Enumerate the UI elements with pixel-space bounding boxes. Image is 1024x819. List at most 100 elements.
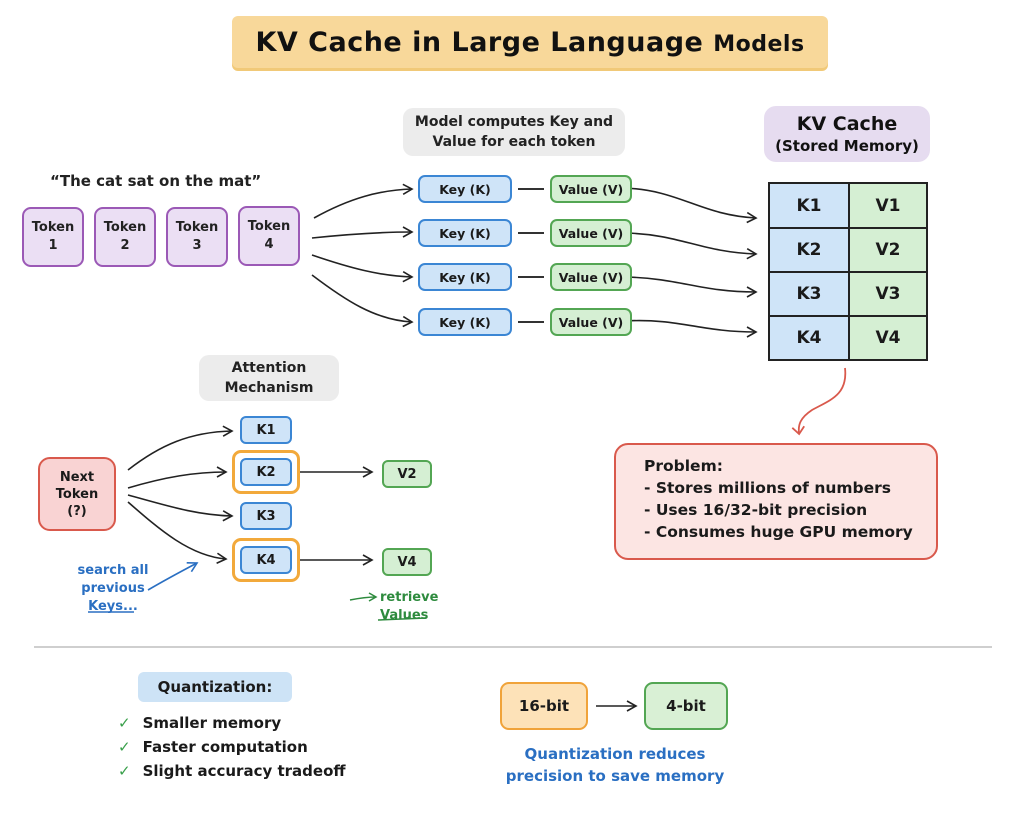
quantization-label: Quantization:: [138, 672, 292, 702]
attention-title-line: Mechanism: [224, 380, 314, 396]
cache-row: K2 V2: [770, 227, 926, 271]
compute-note-line: Value for each token: [432, 134, 596, 150]
arrow-query-to-k2: [127, 466, 228, 489]
check-icon: ✓: [118, 762, 131, 780]
key-box: Key (K): [418, 219, 512, 247]
arrow-query-to-k1: [127, 425, 234, 471]
highlight-k4: [232, 538, 300, 582]
key-box: Key (K): [418, 308, 512, 336]
section-divider: [34, 646, 992, 648]
kv-row-2: Key (K) Value (V): [418, 219, 632, 247]
benefit-item: ✓ Faster computation: [118, 735, 346, 759]
retrieve-note-line: retrieve: [380, 590, 439, 605]
cache-row: K3 V3: [770, 271, 926, 315]
token-label: Token: [247, 219, 291, 234]
token-number: 2: [120, 238, 130, 253]
problem-item: - Stores millions of numbers: [644, 479, 892, 497]
value-box: Value (V): [550, 263, 632, 291]
next-token-label: Next: [59, 469, 95, 485]
problem-title: Problem:: [644, 457, 723, 475]
token-label: Token: [103, 220, 147, 235]
kv-cache-note: KV Cache (Stored Memory): [764, 106, 930, 162]
arrow-value-to-cache-4: [623, 319, 758, 338]
arrow-query-to-k4: [127, 501, 228, 564]
retrieved-value-v2: V2: [382, 460, 432, 488]
search-note-line: previous: [81, 581, 145, 596]
compute-note-line: Model computes Key and: [414, 114, 614, 130]
compute-note: Model computes Key and Value for each to…: [403, 108, 625, 156]
token-2: Token 2: [94, 207, 156, 267]
key-box: Key (K): [418, 175, 512, 203]
cache-row: K1 V1: [770, 184, 926, 227]
title-banner: KV Cache in Large Language Models: [232, 16, 828, 68]
precision-4bit-box: 4-bit: [644, 682, 728, 730]
value-box: Value (V): [550, 175, 632, 203]
retrieve-note: retrieve Values: [380, 589, 438, 625]
token-number: 3: [192, 238, 202, 253]
problem-item: - Uses 16/32-bit precision: [644, 501, 868, 519]
retrieve-note-line: Values: [380, 608, 429, 623]
benefit-text: Faster computation: [142, 738, 308, 756]
attention-key-k3: K3: [240, 502, 292, 530]
token-label: Token: [175, 220, 219, 235]
kv-connector: [518, 188, 544, 190]
arrow-query-to-k3: [127, 494, 234, 522]
benefit-item: ✓ Slight accuracy tradeoff: [118, 759, 346, 783]
token-number: 1: [48, 238, 58, 253]
key-box: Key (K): [418, 263, 512, 291]
search-note-line: Keys...: [88, 599, 138, 614]
attention-note: Attention Mechanism: [199, 355, 339, 401]
attention-key-k2: K2: [240, 458, 292, 486]
cache-key-cell: K1: [770, 184, 850, 227]
page-title: KV Cache in Large Language Models: [255, 27, 804, 58]
arrow-token-to-key-2: [311, 226, 414, 239]
check-icon: ✓: [118, 714, 131, 732]
token-label: Token: [31, 220, 75, 235]
arrow-token-to-key-4: [311, 274, 414, 328]
caption-line: precision to save memory: [505, 767, 725, 785]
search-note: search all previous Keys...: [70, 562, 156, 616]
kv-row-4: Key (K) Value (V): [418, 308, 632, 336]
title-main: KV Cache in Large Language: [255, 26, 714, 58]
input-sentence: “The cat sat on the mat”: [50, 172, 262, 190]
token-number: 4: [264, 237, 274, 252]
search-note-line: search all: [77, 563, 149, 578]
token-4: Token 4: [238, 206, 300, 266]
problem-box: Problem: - Stores millions of numbers - …: [614, 443, 938, 560]
kv-connector: [518, 321, 544, 323]
arrow-value-to-cache-2: [623, 232, 758, 260]
benefit-item: ✓ Smaller memory: [118, 711, 346, 735]
highlight-k2: [232, 450, 300, 494]
attention-key-k4: K4: [240, 546, 292, 574]
cache-key-cell: K4: [770, 317, 850, 359]
next-token-label: (?): [67, 503, 87, 519]
kv-cache-title: KV Cache: [796, 113, 898, 135]
kv-connector: [518, 232, 544, 234]
attention-title-line: Attention: [231, 360, 307, 376]
cache-value-cell: V4: [850, 317, 926, 359]
kv-connector: [518, 276, 544, 278]
cache-value-cell: V3: [850, 273, 926, 315]
quantization-benefits: ✓ Smaller memory ✓ Faster computation ✓ Sli…: [118, 711, 346, 783]
precision-16bit-box: 16-bit: [500, 682, 588, 730]
benefit-text: Smaller memory: [142, 714, 282, 732]
cache-row: K4 V4: [770, 315, 926, 359]
cache-key-cell: K2: [770, 229, 850, 271]
benefit-text: Slight accuracy tradeoff: [142, 762, 346, 780]
check-icon: ✓: [118, 738, 131, 756]
attention-key-k1: K1: [240, 416, 292, 444]
arrow-cache-to-problem: [791, 367, 847, 436]
next-token-box: Next Token (?): [38, 457, 116, 531]
value-box: Value (V): [550, 308, 632, 336]
cache-value-cell: V1: [850, 184, 926, 227]
kv-row-3: Key (K) Value (V): [418, 263, 632, 291]
kv-cache-table: K1 V1 K2 V2 K3 V3 K4 V4: [768, 182, 928, 361]
kv-row-1: Key (K) Value (V): [418, 175, 632, 203]
problem-item: - Consumes huge GPU memory: [644, 523, 913, 541]
value-box: Value (V): [550, 219, 632, 247]
cache-value-cell: V2: [850, 229, 926, 271]
next-token-label: Token: [55, 486, 99, 502]
caption-line: Quantization reduces: [524, 745, 706, 763]
title-tail: Models: [713, 31, 805, 57]
token-1: Token 1: [22, 207, 84, 267]
